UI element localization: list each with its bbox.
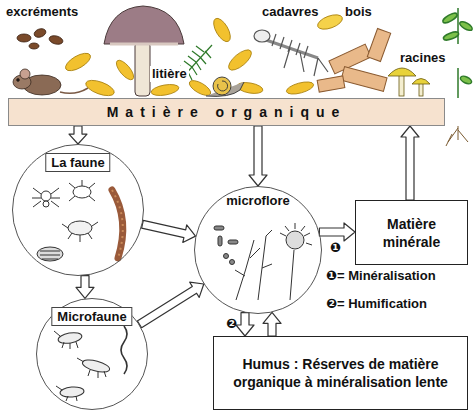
- plant-drawing: [442, 8, 474, 146]
- microfauna-circle: Microfaune: [36, 298, 148, 410]
- flow-arrow: [263, 312, 281, 336]
- fauna-circle: La faune: [12, 144, 144, 276]
- mouse-drawing: [13, 69, 88, 95]
- leaf-litter: [63, 12, 344, 99]
- flow-arrow: [319, 223, 355, 241]
- band-title: Matière organique: [107, 104, 347, 120]
- source-label: excréments: [6, 4, 78, 20]
- mushroom-drawing: [104, 6, 184, 96]
- flow-arrow: [69, 126, 87, 144]
- mineral-box: Matière minérale: [355, 200, 468, 265]
- circle-title: microflore: [226, 193, 290, 208]
- box-text: Matière minérale: [364, 215, 459, 251]
- source-label: bois: [345, 4, 372, 20]
- callout-number: ❷: [226, 316, 237, 332]
- legend-note: ❷= Humification: [326, 296, 427, 312]
- circle-title: Microfaune: [51, 307, 132, 326]
- callout-number: ❶: [330, 240, 341, 256]
- cadaver-drawing: [254, 30, 328, 76]
- excrement-drawing: [17, 27, 64, 49]
- flow-arrow: [236, 313, 254, 336]
- organic-matter-band: Matière organique: [8, 98, 445, 126]
- humus-box: Humus : Réserves de matière organique à …: [213, 336, 468, 410]
- source-label: cadavres: [262, 4, 318, 20]
- microfauna-drawing: [54, 326, 127, 401]
- source-label: racines: [398, 50, 448, 66]
- circle-title: La faune: [45, 153, 110, 172]
- flow-arrow: [137, 282, 204, 328]
- wood-drawing: [317, 29, 391, 93]
- flow-arrow: [142, 220, 196, 242]
- snail-drawing: [206, 77, 244, 96]
- fauna-drawing: [32, 180, 123, 261]
- flow-arrow: [76, 276, 94, 299]
- fungus-drawing: [388, 68, 430, 96]
- source-label: litière: [150, 66, 189, 82]
- microflora-circle: microflore: [194, 186, 322, 314]
- box-text: Humus : Réserves de matière organique à …: [222, 355, 459, 391]
- legend-note: ❶= Minéralisation: [326, 268, 436, 284]
- flow-arrow: [249, 126, 267, 186]
- microflora-drawing: [214, 223, 312, 300]
- flow-arrow: [401, 126, 419, 200]
